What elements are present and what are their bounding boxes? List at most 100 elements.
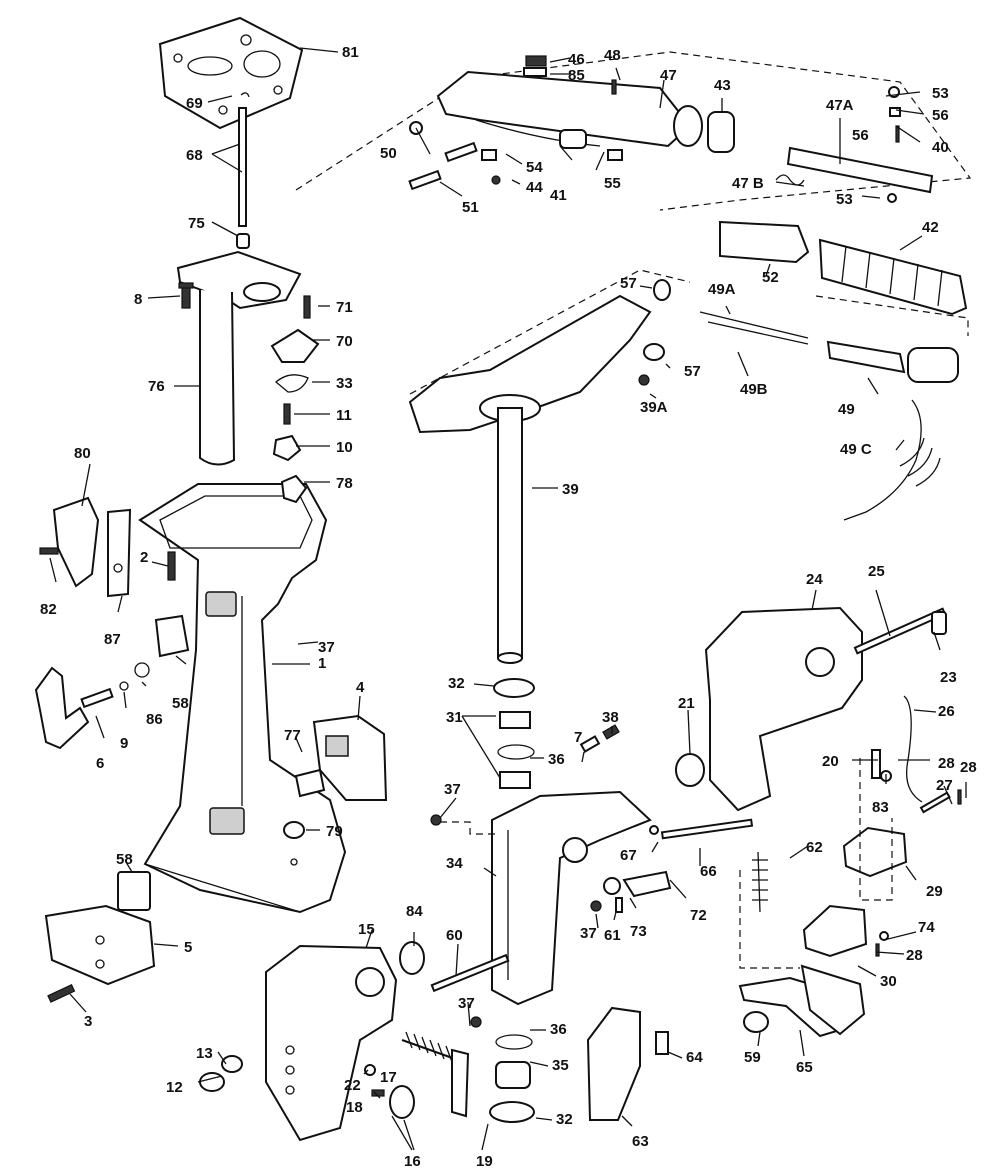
callout-36a: 36 bbox=[548, 751, 565, 768]
callout-48: 48 bbox=[604, 47, 621, 64]
pin-28c bbox=[875, 943, 880, 957]
screw-38 bbox=[602, 724, 620, 740]
callout-80: 80 bbox=[74, 445, 91, 462]
spring-62 bbox=[752, 851, 768, 913]
callout-32a: 32 bbox=[448, 675, 465, 692]
washer-84 bbox=[399, 941, 425, 975]
rod-68 bbox=[238, 92, 250, 227]
pin-7 bbox=[579, 735, 601, 753]
callout-24: 24 bbox=[806, 571, 823, 588]
callout-49: 49 bbox=[838, 401, 855, 418]
callout-28b: 28 bbox=[960, 759, 977, 776]
callout-27: 27 bbox=[936, 777, 953, 794]
callout-25: 25 bbox=[868, 563, 885, 580]
spacer-plate-87 bbox=[107, 508, 132, 598]
callout-37c: 37 bbox=[444, 781, 461, 798]
spring-47b bbox=[775, 174, 805, 186]
callout-37a: 37 bbox=[318, 639, 335, 656]
drive-shaft-housing-1 bbox=[138, 483, 347, 914]
callout-77: 77 bbox=[284, 727, 301, 744]
tube-51 bbox=[408, 141, 478, 191]
gasket-81 bbox=[158, 16, 304, 130]
callout-47b: 47 B bbox=[732, 175, 764, 192]
bolt-3 bbox=[47, 983, 76, 1003]
callout-36b: 36 bbox=[550, 1021, 567, 1038]
spring-59 bbox=[743, 1011, 769, 1033]
callout-28c: 28 bbox=[906, 947, 923, 964]
callout-15: 15 bbox=[358, 921, 375, 938]
bracket-4 bbox=[312, 714, 388, 801]
washer-13 bbox=[221, 1055, 243, 1073]
callout-20: 20 bbox=[822, 753, 839, 770]
grip-42 bbox=[818, 238, 968, 316]
callout-76: 76 bbox=[148, 378, 165, 395]
callout-55: 55 bbox=[604, 175, 621, 192]
callout-51: 51 bbox=[462, 199, 479, 216]
callout-3: 3 bbox=[84, 1013, 92, 1030]
callout-56b: 56 bbox=[852, 127, 869, 144]
stern-bracket-24 bbox=[704, 606, 863, 812]
callout-30: 30 bbox=[880, 973, 897, 990]
callout-11: 11 bbox=[336, 407, 352, 424]
callout-22: 22 bbox=[344, 1077, 361, 1094]
pad-77 bbox=[294, 768, 326, 798]
clamp-pad-16 bbox=[389, 1085, 415, 1119]
callout-29: 29 bbox=[926, 883, 943, 900]
swivel-bracket-39 bbox=[408, 294, 652, 664]
callout-44: 44 bbox=[526, 179, 543, 196]
pin-28 bbox=[957, 789, 962, 805]
screw-71 bbox=[303, 295, 311, 319]
pin-48 bbox=[611, 79, 617, 95]
callout-35: 35 bbox=[552, 1057, 569, 1074]
callout-47: 47 bbox=[660, 67, 677, 84]
pin-27 bbox=[919, 791, 951, 814]
lever-72 bbox=[622, 870, 672, 898]
part-61 bbox=[603, 877, 621, 895]
clamp-bracket-34 bbox=[491, 790, 652, 1006]
cap-67 bbox=[649, 825, 659, 835]
spring-66 bbox=[660, 818, 754, 840]
link-26 bbox=[903, 695, 923, 803]
washer-32b bbox=[489, 1101, 535, 1123]
cable-41 bbox=[475, 119, 601, 149]
callout-72: 72 bbox=[690, 907, 707, 924]
callout-37b: 37 bbox=[458, 995, 475, 1012]
fitting-37b bbox=[470, 1016, 482, 1028]
callout-7: 7 bbox=[574, 729, 582, 746]
callout-labels: 81 69 68 75 8 71 70 76 33 11 10 80 78 2 … bbox=[40, 44, 977, 1170]
callout-52: 52 bbox=[762, 269, 779, 286]
fitting-37d bbox=[590, 900, 602, 912]
grease-fitting-39a bbox=[638, 374, 650, 386]
callout-62: 62 bbox=[806, 839, 823, 856]
callout-12: 12 bbox=[166, 1079, 183, 1096]
mount-78 bbox=[280, 474, 308, 504]
washer-22 bbox=[364, 1064, 376, 1076]
callout-46: 46 bbox=[568, 51, 585, 68]
parts-53-56-40 bbox=[887, 86, 901, 203]
callout-87: 87 bbox=[104, 631, 121, 648]
callout-86: 86 bbox=[146, 711, 163, 728]
clamp-5 bbox=[44, 904, 156, 986]
callout-39: 39 bbox=[562, 481, 579, 498]
callout-8: 8 bbox=[134, 291, 142, 308]
callout-39a: 39A bbox=[640, 399, 668, 416]
callout-53b: 53 bbox=[836, 191, 853, 208]
callout-5: 5 bbox=[184, 939, 192, 956]
bracket-29 bbox=[842, 826, 908, 878]
pad-58b bbox=[117, 871, 151, 911]
callout-57b: 57 bbox=[684, 363, 701, 380]
wire-49b bbox=[707, 321, 809, 345]
bolt-2 bbox=[167, 551, 176, 581]
spring-64 bbox=[655, 1031, 669, 1055]
knob-21 bbox=[675, 753, 705, 787]
callout-64: 64 bbox=[686, 1049, 703, 1066]
callout-28a: 28 bbox=[938, 755, 955, 772]
leader-lines bbox=[49, 47, 967, 1151]
screw-11 bbox=[283, 403, 291, 425]
callout-23: 23 bbox=[940, 669, 957, 686]
callout-38: 38 bbox=[602, 709, 619, 726]
callout-10: 10 bbox=[336, 439, 353, 456]
callout-74: 74 bbox=[918, 919, 935, 936]
callout-9: 9 bbox=[120, 735, 128, 752]
callout-58a: 58 bbox=[172, 695, 189, 712]
